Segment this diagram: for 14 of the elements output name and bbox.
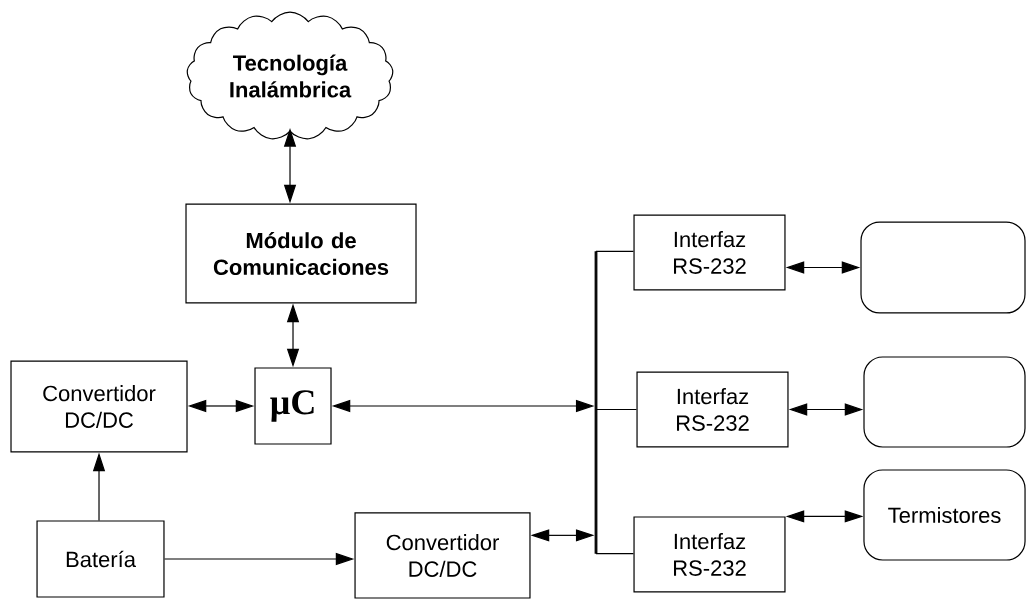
process-box: Convertidor DC/DC: [354, 512, 531, 599]
device-box: Termistores: [863, 469, 1026, 561]
connector-line: [595, 250, 635, 252]
connector-line: [595, 408, 638, 411]
process-box: Interfaz RS-232: [633, 214, 786, 291]
process-box: Interfaz RS-232: [636, 371, 789, 448]
process-box: Módulo de Comunicaciones: [185, 203, 417, 304]
process-box: µC: [254, 367, 332, 445]
connector-line: [595, 553, 635, 555]
process-box: Batería: [36, 520, 165, 598]
process-box: Interfaz RS-232: [633, 516, 786, 593]
device-box: [863, 356, 1026, 448]
device-box: [860, 221, 1026, 314]
process-box: Convertidor DC/DC: [10, 360, 188, 453]
